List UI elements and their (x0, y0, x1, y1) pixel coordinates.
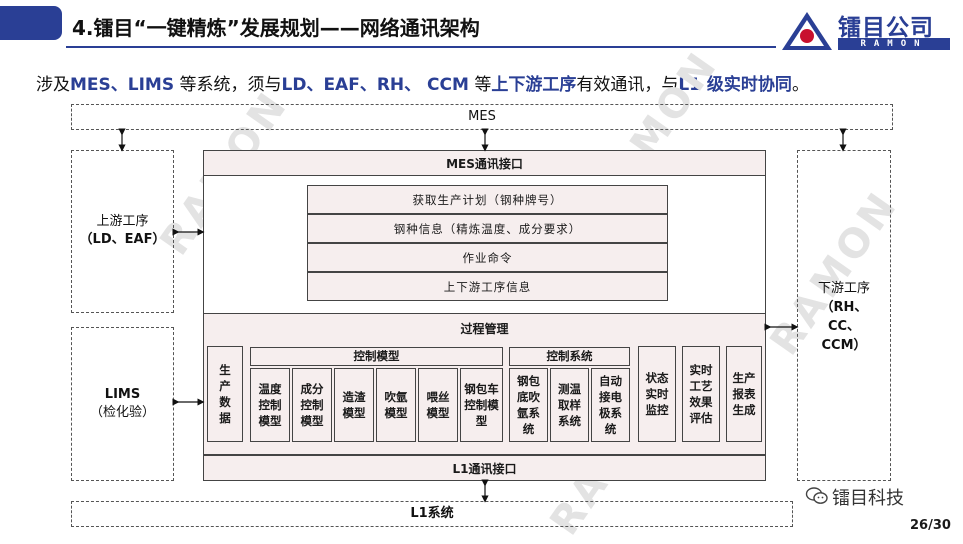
system-cell: 自动接电极系统 (591, 368, 630, 442)
subtitle-part: 。 (791, 75, 809, 95)
system-cell: 测温取样系统 (550, 368, 589, 442)
subtitle-part: 涉及 (36, 75, 70, 95)
evaluation-cell: 实时工艺效果评估 (682, 346, 720, 442)
model-cell: 喂丝模型 (418, 368, 458, 442)
process-management-label: 过程管理 (460, 322, 509, 336)
subtitle-part: 有效通讯，与 (576, 75, 679, 95)
subtitle-highlight: L1 级实时协同 (678, 75, 792, 95)
downstream-sub: CC、 (827, 319, 861, 334)
l1-box: L1系统 (71, 501, 793, 527)
subtitle-highlight: LD、EAF、RH、 CCM (281, 75, 469, 95)
subtitle-highlight: MES、LIMS (70, 75, 175, 95)
l1-interface-label: L1通讯接口 (452, 462, 517, 476)
mes-interface: MES通讯接口 (203, 150, 766, 176)
ramon-logo-icon (782, 12, 832, 50)
wechat-account-name: 镭目科技 (832, 488, 904, 509)
info-row: 作业命令 (307, 243, 668, 272)
report-cell: 生产报表生成 (726, 346, 762, 442)
upstream-label: 上游工序 (96, 214, 149, 229)
downstream-label: 下游工序 (817, 281, 870, 296)
downstream-sub: （RH、 (820, 300, 868, 315)
subtitle-highlight: 上下游工序 (491, 75, 577, 95)
mes-label: MES (468, 109, 496, 124)
model-cell: 温度控制模型 (250, 368, 290, 442)
system-cell: 钢包底吹氩系统 (509, 368, 548, 442)
downstream-box: 下游工序 （RH、 CC、 CCM） (797, 150, 891, 481)
logo-subtext: RAMON (838, 38, 950, 50)
upstream-sub: （LD、EAF） (79, 232, 166, 247)
subtitle-part: 等 (468, 75, 492, 95)
page-number: 26/30 (910, 518, 951, 533)
info-row: 获取生产计划（钢种牌号） (307, 185, 668, 214)
model-cell: 造渣模型 (334, 368, 374, 442)
model-cell: 钢包车控制模型 (460, 368, 503, 442)
slide-title: 4.镭目“一键精炼”发展规划——网络通讯架构 (72, 16, 480, 40)
mes-interface-label: MES通讯接口 (446, 157, 523, 171)
downstream-sub: CCM） (821, 338, 867, 353)
production-data-cell: 生产数据 (207, 346, 243, 442)
logo-text: 镭目公司 (838, 15, 934, 41)
status-monitor-cell: 状态实时监控 (638, 346, 676, 442)
title-underline (66, 46, 776, 48)
lims-label: LIMS (104, 387, 141, 402)
info-row: 上下游工序信息 (307, 272, 668, 301)
model-cell: 成分控制模型 (292, 368, 332, 442)
model-cell: 吹氩模型 (376, 368, 416, 442)
control-system-header: 控制系统 (509, 347, 630, 366)
control-model-header: 控制模型 (250, 347, 503, 366)
header-accent-tab (0, 6, 62, 40)
l1-label: L1系统 (410, 506, 454, 521)
lims-sub: （检化验） (89, 405, 155, 420)
subtitle-part: 等系统，须与 (174, 75, 282, 95)
wechat-icon (805, 487, 828, 504)
subtitle: 涉及MES、LIMS 等系统，须与LD、EAF、RH、 CCM 等上下游工序有效… (36, 70, 809, 95)
info-row: 钢种信息（精炼温度、成分要求） (307, 214, 668, 243)
